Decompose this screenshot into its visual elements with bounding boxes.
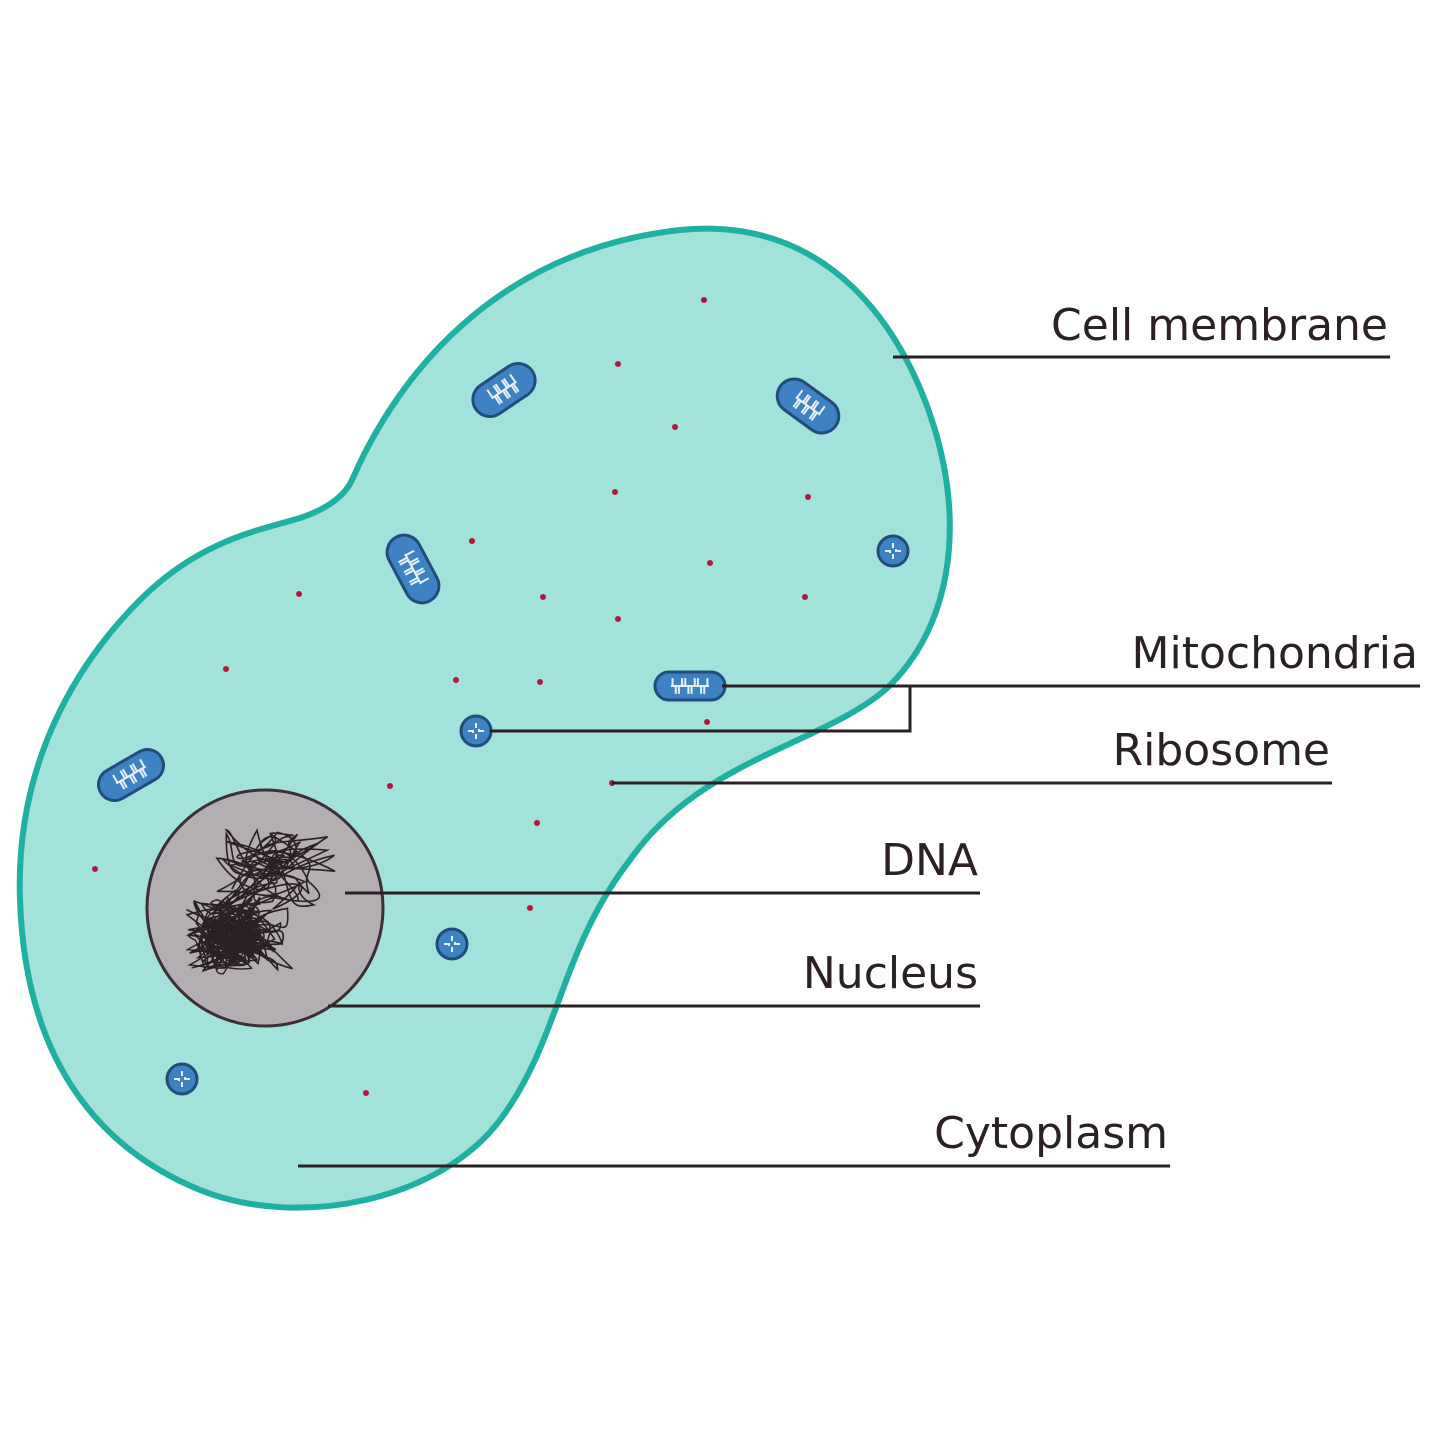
leader-lines (298, 355, 1420, 1168)
ribosome-dot (707, 560, 713, 566)
mitochondrion (653, 670, 727, 702)
ribosome-dot (615, 616, 621, 622)
ribosome-dot (615, 361, 621, 367)
ribosome-dots (92, 297, 811, 1096)
mitochondria-group (97, 361, 841, 802)
ribosome-dot (387, 783, 393, 789)
mitochondrion (97, 748, 165, 802)
ribosome-dot (672, 424, 678, 430)
ribosome-dot (527, 905, 533, 911)
cytoplasm-label: Cytoplasm (934, 1108, 1168, 1159)
nucleus-label: Nucleus (803, 948, 978, 999)
round-organelle (435, 927, 469, 961)
round-organelle (165, 1062, 199, 1096)
dna-label: DNA (881, 835, 978, 886)
ribosome-dot (363, 1090, 369, 1096)
ribosome-dot (223, 666, 229, 672)
ribosome-dot (701, 297, 707, 303)
mitochondrion (471, 361, 537, 419)
ribosome-dot (534, 820, 540, 826)
round-organelles (165, 534, 910, 1096)
ribosome-bracket-leader (490, 686, 912, 733)
ribosome-dot (453, 677, 459, 683)
mitochondrion (385, 533, 441, 605)
ribosome-dot (704, 719, 710, 725)
ribosome-label: Ribosome (1113, 725, 1330, 776)
nucleus (145, 788, 385, 1028)
round-organelle (876, 534, 910, 568)
dna-strand (185, 915, 263, 975)
ribosome-dot (540, 594, 546, 600)
dna-strand (215, 828, 336, 910)
dna-tangle (185, 828, 336, 975)
ribosome-dot (802, 594, 808, 600)
round-organelle (459, 714, 493, 748)
ribosome-dot (296, 591, 302, 597)
ribosome-dot (92, 866, 98, 872)
ribosome-dot (612, 489, 618, 495)
ribosome-dot (805, 494, 811, 500)
mitochondria-label: Mitochondria (1132, 628, 1418, 679)
mitochondrion (775, 377, 841, 435)
cell-membrane-label: Cell membrane (1051, 300, 1388, 351)
ribosome-dot (537, 679, 543, 685)
ribosome-dot (469, 538, 475, 544)
